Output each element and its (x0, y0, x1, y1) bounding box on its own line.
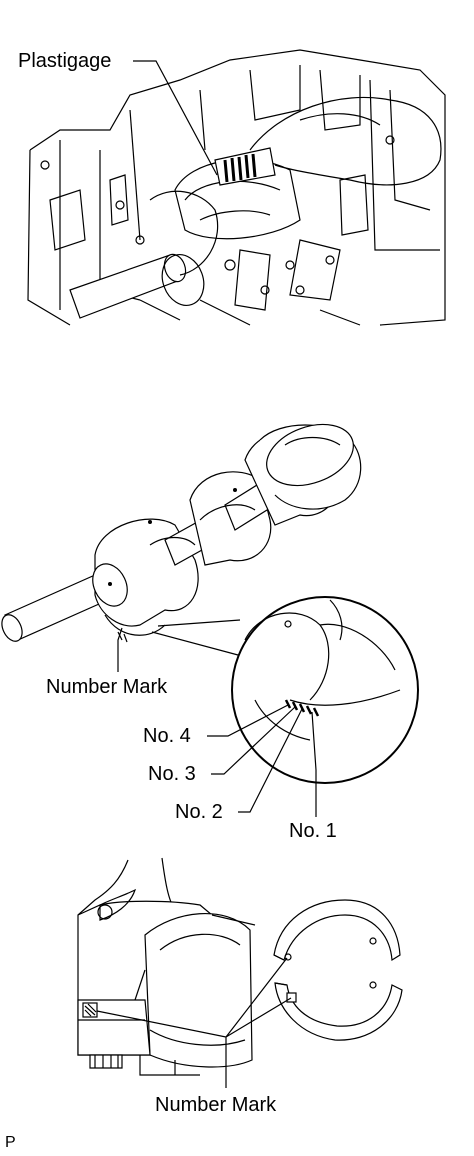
mark-no1-label: No. 1 (289, 820, 337, 842)
mark-no4-leader (207, 704, 289, 737)
connecting-rod-illustration (77, 857, 256, 1076)
crankshaft-illustration (1, 423, 362, 643)
plastigage-leader-line (133, 60, 218, 176)
mark-no3-leader (211, 706, 296, 775)
bearing-shells-illustration (273, 899, 403, 1041)
crankshaft-number-mark-leader (117, 627, 123, 672)
rod-number-mark-leaders (96, 957, 292, 1088)
footer-code: P (5, 1134, 16, 1151)
number-mark-zoom-view (231, 596, 419, 784)
mark-no1-leader (311, 711, 317, 817)
mark-no2-leader (238, 708, 303, 813)
zoom-callout-lines (151, 619, 241, 656)
crankshaft-number-mark-label: Number Mark (46, 676, 168, 698)
mark-no3-label: No. 3 (148, 763, 196, 785)
mark-no2-label: No. 2 (175, 801, 223, 823)
rod-number-mark-label: Number Mark (155, 1094, 277, 1116)
mark-no4-label: No. 4 (143, 725, 191, 747)
plastigage-label: Plastigage (18, 50, 111, 72)
engine-block-illustration (27, 49, 446, 326)
